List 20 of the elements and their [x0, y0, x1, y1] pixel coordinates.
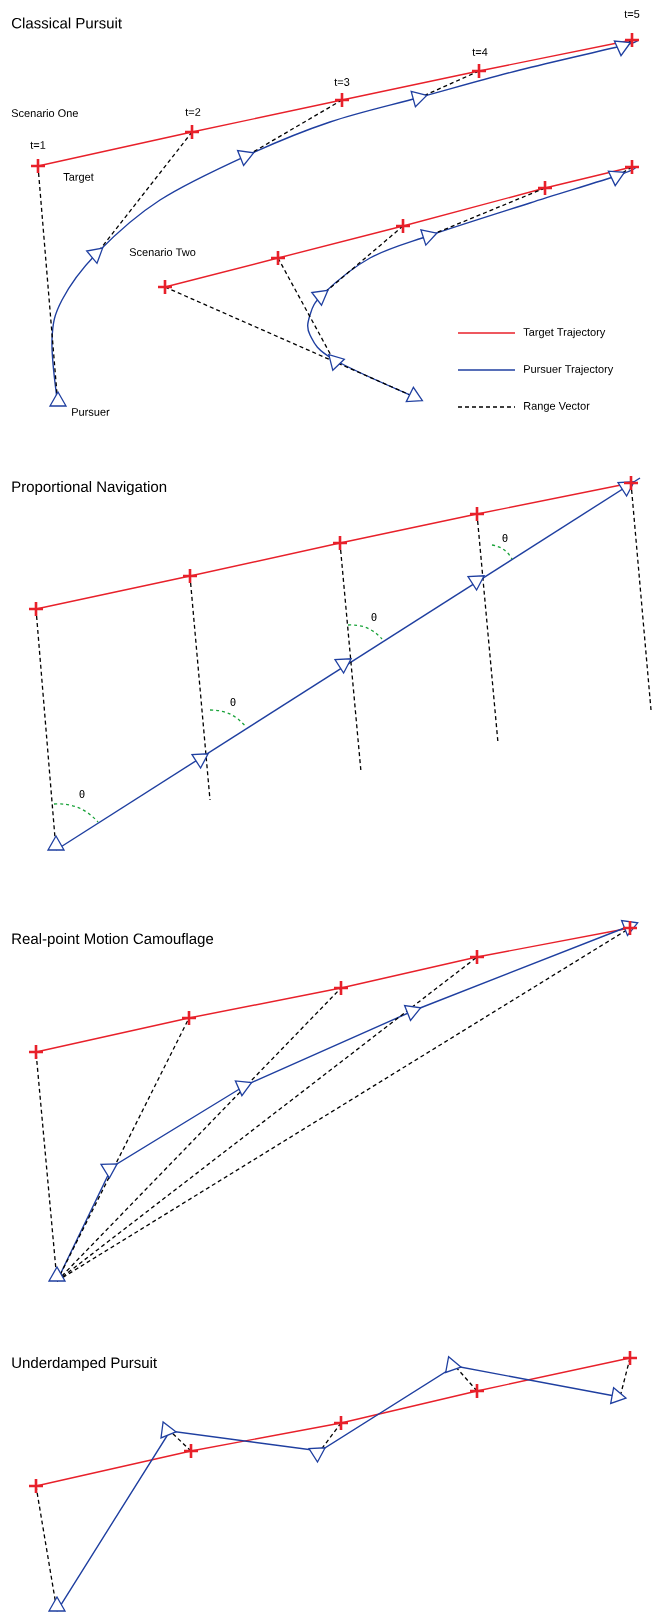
panel-title: Classical Pursuit [11, 17, 122, 29]
legend-label: Target Trajectory [523, 327, 606, 339]
time-label: t=2 [185, 108, 201, 116]
angle-label: θ [79, 789, 85, 799]
time-label: t=1 [30, 141, 46, 149]
scenario-label: Scenario Two [129, 247, 196, 257]
point-label: Target [63, 173, 94, 183]
panel-title: Underdamped Pursuit [12, 1357, 157, 1371]
scenario-label: Scenario One [11, 108, 78, 118]
legend-label: Pursuer Trajectory [524, 364, 614, 376]
time-label: t=3 [334, 78, 350, 86]
panel-title: Real-point Motion Camouflage [12, 933, 214, 947]
angle-label: θ [371, 612, 377, 622]
panel-title: Proportional Navigation [12, 481, 167, 495]
point-label: Pursuer [72, 408, 110, 416]
angle-label: θ [230, 697, 236, 707]
time-label: t=5 [624, 10, 640, 18]
legend-label: Range Vector [524, 402, 590, 412]
angle-label: θ [502, 533, 508, 543]
time-label: t=4 [472, 48, 488, 56]
